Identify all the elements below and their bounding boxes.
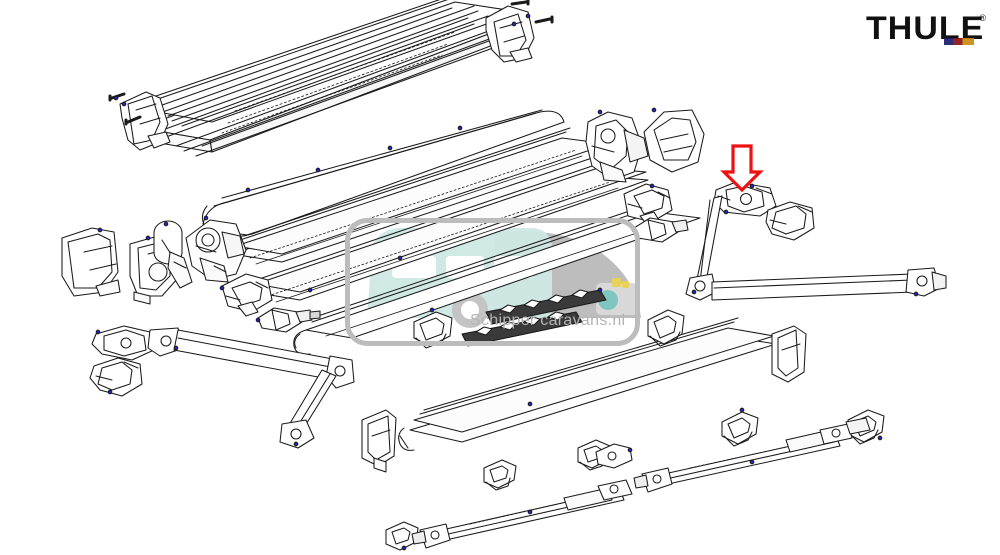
part-spring-drum	[153, 220, 193, 289]
part-arm-foot-cover-left	[89, 357, 143, 397]
part-rafter-arm-front	[411, 479, 633, 549]
part-cassette-housing	[108, 0, 554, 157]
part-shaft-coupler	[255, 307, 321, 333]
part-support-arm-right	[685, 195, 947, 301]
part-bracket-small-b	[623, 183, 673, 227]
part-rafter-arm-rear	[633, 417, 871, 493]
part-end-cap-cover-b	[361, 409, 397, 473]
registered-mark: ®	[979, 13, 986, 23]
part-end-cap-cover-a	[61, 227, 121, 297]
part-centre-rail-strip-a	[485, 287, 607, 325]
annotation-arrow	[720, 144, 764, 193]
part-arm-shoulder-cover	[643, 107, 705, 173]
part-end-cap-cover-c	[771, 325, 807, 383]
watermark-frame	[345, 218, 640, 346]
part-lead-rail-profile	[251, 161, 649, 303]
part-bracket-small-a	[219, 273, 273, 317]
part-rafter-bracket-a	[483, 459, 517, 491]
part-arm-shoulder-assembly	[585, 109, 649, 183]
watermark-text: Schipper caravans.nl	[470, 312, 626, 329]
part-centre-bracket-b	[647, 309, 685, 347]
part-bottom-profile-rail	[398, 317, 777, 451]
part-rafter-centre-block	[595, 443, 633, 469]
part-arm-foot-cover-right	[765, 201, 815, 241]
part-support-arm-left	[91, 325, 355, 449]
part-rafter-bracket-c	[721, 407, 759, 447]
thule-accent-bar	[944, 38, 974, 45]
part-rafter-bracket-e	[385, 521, 419, 551]
part-centre-rail-strip-b	[461, 311, 583, 347]
thule-logo: THULE ®	[866, 12, 986, 45]
part-gear-drive-unit	[185, 215, 247, 283]
